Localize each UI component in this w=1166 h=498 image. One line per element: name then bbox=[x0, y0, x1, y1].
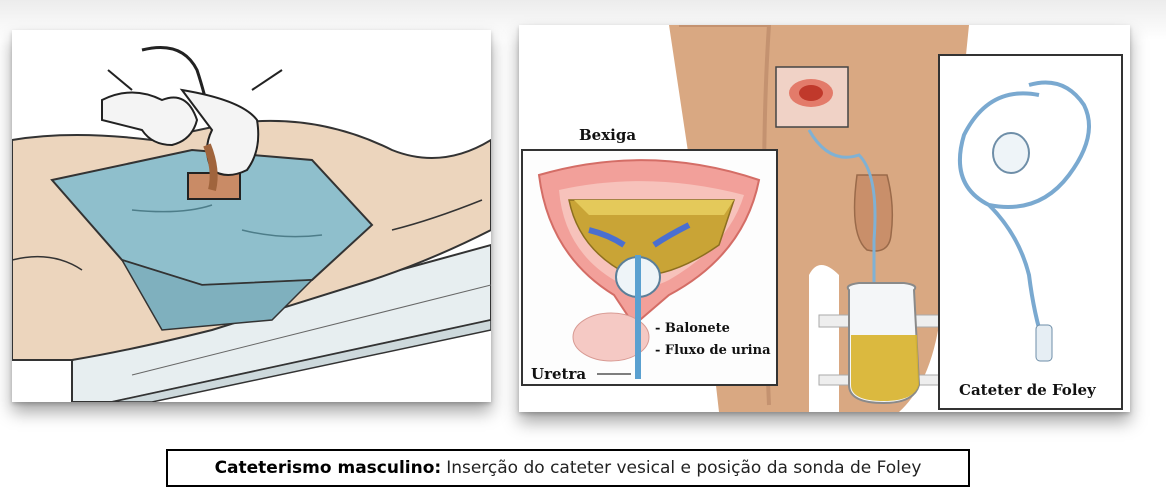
caption-bold: Cateterismo masculino: bbox=[214, 458, 442, 478]
anatomy-diagram: Bexiga - Balonete - Fluxo de urina Uretr… bbox=[519, 25, 1130, 412]
figure-caption: Cateterismo masculino: Inserção do catet… bbox=[166, 449, 970, 487]
caption-text: Inserção do cateter vesical e posição da… bbox=[446, 458, 922, 478]
label-bexiga: Bexiga bbox=[579, 126, 636, 144]
label-uretra: Uretra bbox=[531, 365, 586, 383]
label-foley: Cateter de Foley bbox=[959, 381, 1097, 399]
procedure-illustration bbox=[12, 30, 491, 402]
label-fluxo: - Fluxo de urina bbox=[655, 343, 771, 358]
label-balonete: - Balonete bbox=[655, 321, 730, 336]
